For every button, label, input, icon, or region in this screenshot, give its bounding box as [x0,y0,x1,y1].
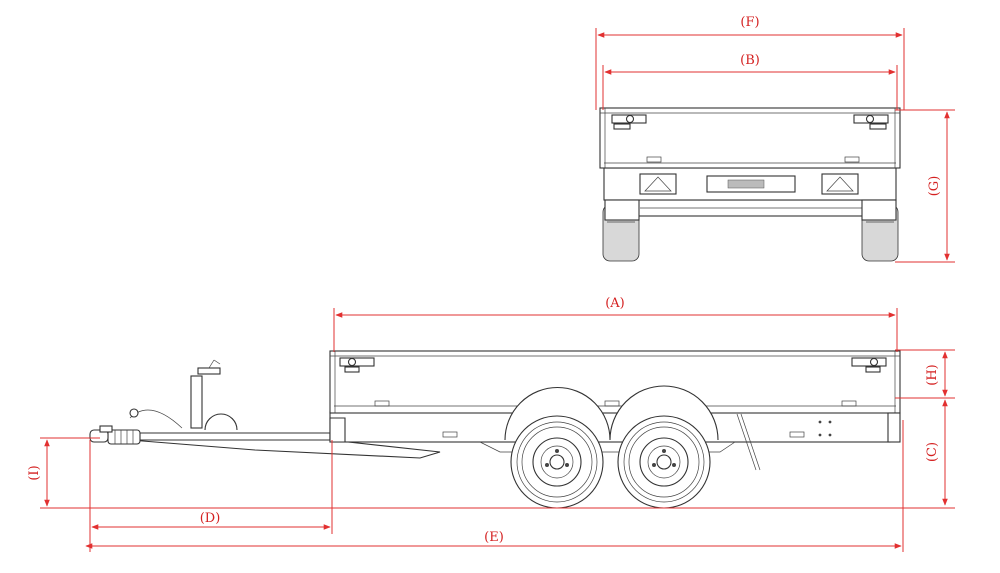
label-d: (D) [200,511,221,526]
label-e: (E) [484,530,504,545]
side-view [89,350,901,509]
side-latch-rear [851,357,887,373]
side-latch-front [339,357,375,373]
label-c: (C) [925,442,940,462]
rear-view [599,107,901,262]
rear-right-light [821,173,859,195]
jockey-wheel [190,359,238,431]
label-f: (F) [740,15,759,30]
label-g: (G) [927,176,942,197]
dimension-labels: (F) (B) (G) (A) (H) (C) (I) (D) (E) [27,15,942,545]
rear-latch-left [611,114,647,130]
label-a: (A) [605,296,625,311]
side-wheel-front [510,415,604,509]
label-i: (I) [27,465,42,480]
label-h: (H) [925,364,940,385]
side-wheel-rear [617,415,711,509]
rear-latch-right [853,114,889,130]
rear-box [599,107,901,169]
tow-coupling [89,425,141,445]
side-box [329,350,901,414]
rear-left-light [639,173,677,195]
dimension-lines [40,28,955,552]
label-b: (B) [740,53,760,68]
